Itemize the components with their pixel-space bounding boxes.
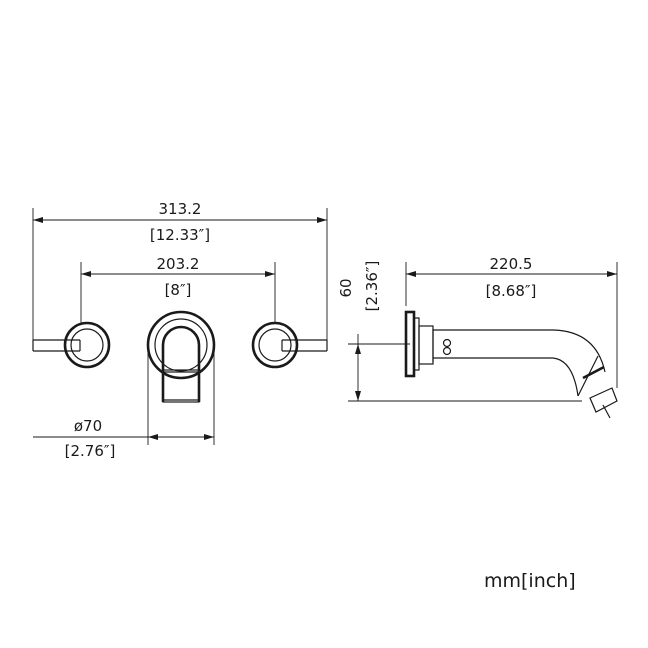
spout-height-inch: [2.36″]	[363, 261, 381, 312]
plate-diameter-inch: [2.76″]	[65, 442, 116, 460]
overall-width-inch: [12.33″]	[150, 226, 210, 244]
right-handle	[251, 321, 328, 369]
spout-body	[433, 329, 618, 419]
spout-height-mm: 60	[337, 278, 355, 297]
plate-diameter-mm: ø70	[74, 417, 102, 435]
units-label: mm[inch]	[484, 570, 576, 592]
left-handle	[32, 321, 111, 369]
dimension-plate-diameter: ø70 [2.76″]	[33, 345, 215, 460]
spout-projection-mm: 220.5	[490, 255, 533, 273]
dimension-overall-width: 313.2 [12.33″]	[32, 200, 328, 340]
spout-plate	[146, 310, 216, 403]
dimension-spout-projection: 220.5 [8.68″]	[405, 255, 618, 388]
spout-projection-inch: [8.68″]	[486, 282, 537, 300]
dimension-spout-height: 60 [2.36″]	[337, 261, 582, 402]
front-view: 313.2 [12.33″] 203.2 [8″] ø70 [2.76″]	[32, 200, 328, 460]
wall-plate	[404, 310, 452, 378]
handle-spacing-mm: 203.2	[157, 255, 200, 273]
handle-spacing-inch: [8″]	[165, 281, 192, 299]
dimension-handle-spacing: 203.2 [8″]	[80, 255, 276, 323]
overall-width-mm: 313.2	[159, 200, 202, 218]
side-view: 220.5 [8.68″] 60 [2.36″]	[337, 255, 618, 419]
